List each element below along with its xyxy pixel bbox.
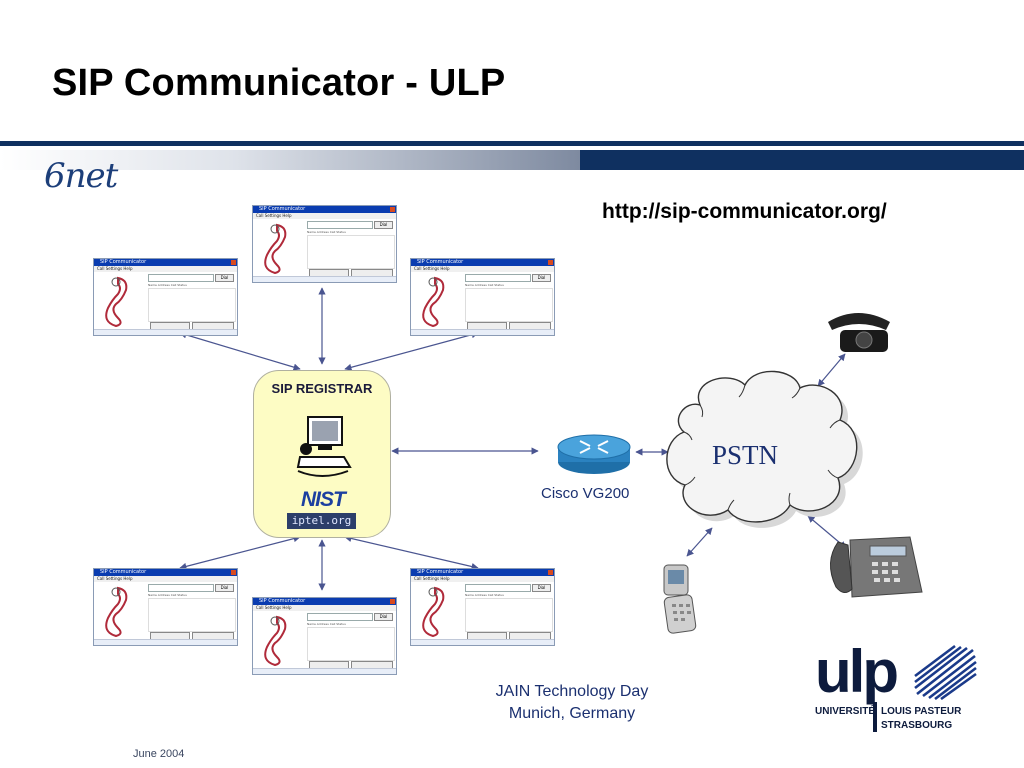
project-url[interactable]: http://sip-communicator.org/ — [602, 200, 887, 223]
window-titlebar[interactable]: SIP Communicator — [94, 569, 237, 576]
call-list[interactable] — [465, 288, 553, 322]
call-list[interactable] — [465, 598, 553, 632]
window-title: SIP Communicator — [100, 259, 147, 265]
ulp-divider — [873, 702, 877, 732]
dial-button[interactable]: Dial — [374, 221, 393, 229]
computer-user-icon — [296, 416, 352, 477]
ulp-logo: ulp UNIVERSITÉ LOUIS PASTEUR STRASBOURG — [815, 640, 980, 740]
mobile-phone-icon — [663, 564, 697, 634]
close-icon[interactable] — [231, 260, 236, 265]
dial-button[interactable]: Dial — [532, 584, 551, 592]
link-top-right — [344, 331, 479, 371]
ulp-strasbourg: STRASBOURG — [881, 720, 953, 731]
address-input[interactable] — [465, 274, 531, 282]
ulp-universite: UNIVERSITÉ — [815, 706, 876, 717]
window-title: SIP Communicator — [417, 259, 464, 265]
client-window-top-center[interactable]: SIP Communicator Call Settings Help Dial… — [252, 205, 397, 283]
dial-button[interactable]: Dial — [532, 274, 551, 282]
close-icon[interactable] — [390, 207, 395, 212]
window-menu[interactable]: Call Settings Help — [411, 576, 554, 582]
status-bar — [253, 668, 396, 674]
dial-button[interactable]: Dial — [215, 584, 234, 592]
address-input[interactable] — [307, 221, 373, 229]
ulp-stripes-icon — [914, 644, 977, 700]
status-bar — [253, 276, 396, 282]
event-caption: JAIN Technology Day Munich, Germany — [472, 681, 672, 725]
gateway-label: Cisco VG200 — [541, 485, 630, 502]
close-icon[interactable] — [548, 260, 553, 265]
window-titlebar[interactable]: SIP Communicator — [253, 598, 396, 605]
status-bar — [94, 639, 237, 645]
window-menu[interactable]: Call Settings Help — [94, 266, 237, 272]
header-rule-top — [0, 141, 1024, 146]
sip-registrar-label: SIP REGISTRAR — [271, 381, 373, 396]
address-input[interactable] — [148, 274, 214, 282]
sip-communicator-logo-icon — [105, 586, 128, 638]
link-top-left — [179, 331, 301, 371]
close-icon[interactable] — [231, 570, 236, 575]
address-input[interactable] — [465, 584, 531, 592]
client-window-top-right[interactable]: SIP Communicator Call Settings Help Dial… — [410, 258, 555, 336]
event-title: JAIN Technology Day — [495, 683, 649, 700]
header-rule-gradient — [0, 150, 580, 170]
call-list[interactable] — [307, 627, 395, 661]
call-list[interactable] — [148, 288, 236, 322]
sip-communicator-logo-icon — [264, 615, 287, 667]
link-pstn-mobile — [686, 527, 713, 557]
sip-communicator-logo-icon — [264, 223, 287, 275]
desk-phone-icon — [830, 536, 923, 598]
window-title: SIP Communicator — [259, 206, 306, 212]
status-bar — [411, 639, 554, 645]
rotary-telephone-icon — [828, 313, 890, 352]
event-location: Munich, Germany — [508, 705, 636, 722]
footer-date: June 2004 — [133, 748, 185, 760]
client-window-top-left[interactable]: SIP Communicator Call Settings Help Dial… — [93, 258, 238, 336]
nist-logo: NIST — [301, 488, 346, 511]
window-titlebar[interactable]: SIP Communicator — [411, 259, 554, 266]
cloud-icon — [666, 370, 863, 528]
sip-communicator-logo-icon — [422, 586, 445, 638]
window-menu[interactable]: Call Settings Help — [94, 576, 237, 582]
close-icon[interactable] — [390, 599, 395, 604]
window-menu[interactable]: Call Settings Help — [253, 605, 396, 611]
header-rule-right — [580, 150, 1024, 170]
pstn-label: PSTN — [712, 440, 779, 470]
slide-title: SIP Communicator - ULP — [52, 62, 506, 104]
sip-communicator-logo-icon — [422, 276, 445, 328]
sip-communicator-logo-icon — [105, 276, 128, 328]
window-menu[interactable]: Call Settings Help — [411, 266, 554, 272]
window-menu[interactable]: Call Settings Help — [253, 213, 396, 219]
status-bar — [94, 329, 237, 335]
window-title: SIP Communicator — [100, 569, 147, 575]
client-window-bottom-center[interactable]: SIP Communicator Call Settings Help Dial… — [252, 597, 397, 675]
logo-6net: 6net — [44, 156, 118, 196]
window-titlebar[interactable]: SIP Communicator — [94, 259, 237, 266]
call-list[interactable] — [307, 235, 395, 269]
call-list[interactable] — [148, 598, 236, 632]
link-pstn-rotary — [817, 353, 846, 387]
ulp-wordmark: ulp — [815, 638, 899, 705]
window-titlebar[interactable]: SIP Communicator — [411, 569, 554, 576]
dial-button[interactable]: Dial — [374, 613, 393, 621]
iptel-logo: iptel.org — [287, 513, 356, 529]
dial-button[interactable]: Dial — [215, 274, 234, 282]
address-input[interactable] — [307, 613, 373, 621]
client-window-bottom-left[interactable]: SIP Communicator Call Settings Help Dial… — [93, 568, 238, 646]
window-title: SIP Communicator — [259, 598, 306, 604]
status-bar — [411, 329, 554, 335]
link-bottom-left — [179, 535, 301, 570]
link-bottom-right — [344, 534, 479, 571]
sip-registrar-box: SIP REGISTRAR — [253, 370, 391, 538]
window-title: SIP Communicator — [417, 569, 464, 575]
close-icon[interactable] — [548, 570, 553, 575]
client-window-bottom-right[interactable]: SIP Communicator Call Settings Help Dial… — [410, 568, 555, 646]
ulp-louis-pasteur: LOUIS PASTEUR — [881, 706, 962, 717]
address-input[interactable] — [148, 584, 214, 592]
window-titlebar[interactable]: SIP Communicator — [253, 206, 396, 213]
router-icon — [557, 434, 631, 474]
